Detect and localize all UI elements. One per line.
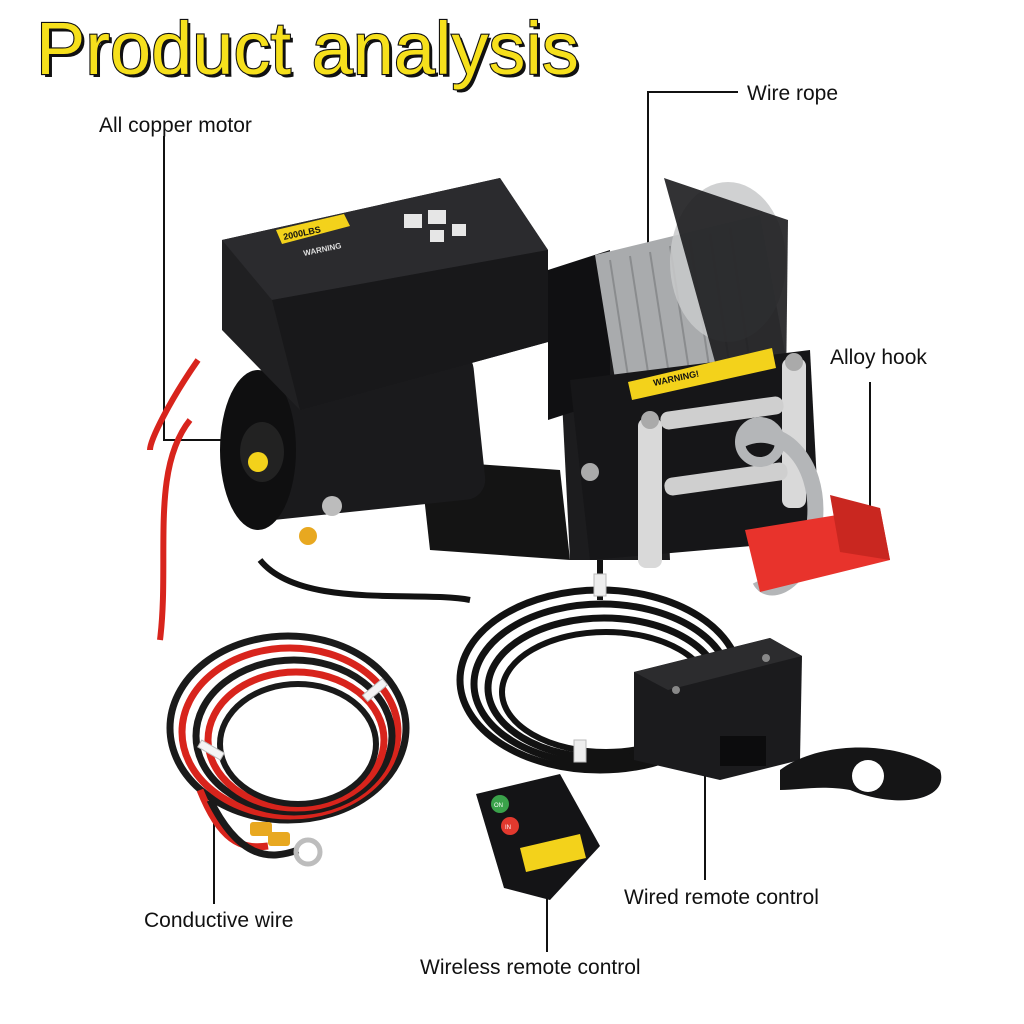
alloy-hook <box>735 417 890 596</box>
callout-line-rope <box>647 91 738 268</box>
label-alloy-hook: Alloy hook <box>830 346 927 369</box>
label-conductive-wire: Conductive wire <box>144 909 294 932</box>
wireless-remote-control: ON IN <box>476 774 600 900</box>
callout-line-motor <box>163 136 240 441</box>
roller-fairlead: WARNING! <box>570 348 820 568</box>
label-wireless-remote-control: Wireless remote control <box>420 956 641 979</box>
control-box: 2000LBS WARNING <box>222 178 548 410</box>
conductive-wire-coil <box>157 418 410 867</box>
wired-remote-control <box>634 638 942 801</box>
label-all-copper-motor: All copper motor <box>99 114 252 137</box>
wire-rope-drum <box>548 178 790 420</box>
remote-in-label: IN <box>505 825 511 831</box>
label-wired-remote-control: Wired remote control <box>624 886 819 909</box>
label-wire-rope: Wire rope <box>747 82 839 105</box>
remote-on-label: ON <box>494 803 503 809</box>
page-title: Product analysis <box>35 6 580 91</box>
